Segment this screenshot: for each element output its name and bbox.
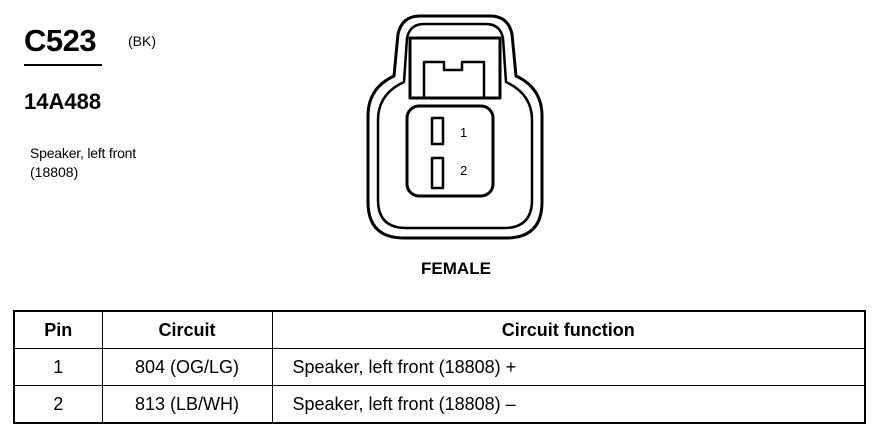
- connector-id-underline: [24, 64, 102, 66]
- circuit-cell: 813 (LB/WH): [101, 385, 273, 424]
- component-reference: (18808): [30, 164, 79, 180]
- header-pin: Pin: [13, 310, 103, 349]
- header-circuit: Circuit: [101, 310, 273, 349]
- header-circuit-function: Circuit function: [271, 310, 866, 349]
- connector-color: (BK): [128, 33, 156, 49]
- circuit-function-cell: Speaker, left front (18808) –: [271, 385, 866, 424]
- part-number: 14A488: [24, 89, 102, 114]
- pin-table: Pin Circuit Circuit function 1 804 (OG/L…: [13, 310, 866, 424]
- pin-2-label: 2: [460, 163, 467, 178]
- connector-id: C523: [24, 23, 97, 58]
- pin-cell: 2: [13, 385, 103, 424]
- connector-face-diagram: 1 2: [366, 14, 544, 240]
- pin-1-label: 1: [460, 125, 467, 140]
- pin-cell: 1: [13, 348, 103, 386]
- terminal-pin-1: [430, 116, 445, 146]
- table-row: 2 813 (LB/WH) Speaker, left front (18808…: [13, 385, 866, 424]
- view-label: FEMALE: [421, 259, 491, 278]
- circuit-cell: 804 (OG/LG): [101, 348, 273, 386]
- table-row: 1 804 (OG/LG) Speaker, left front (18808…: [13, 348, 866, 386]
- terminal-cavity-block: [405, 104, 495, 198]
- terminal-pin-2: [430, 156, 445, 190]
- connector-inner-housing: [376, 22, 534, 230]
- component-name: Speaker, left front: [30, 145, 136, 161]
- table-header-row: Pin Circuit Circuit function: [13, 310, 866, 349]
- circuit-function-cell: Speaker, left front (18808) +: [271, 348, 866, 386]
- locking-tab-frame: [408, 36, 502, 100]
- locking-tab: [422, 60, 486, 98]
- connector-outer-housing: [366, 14, 544, 240]
